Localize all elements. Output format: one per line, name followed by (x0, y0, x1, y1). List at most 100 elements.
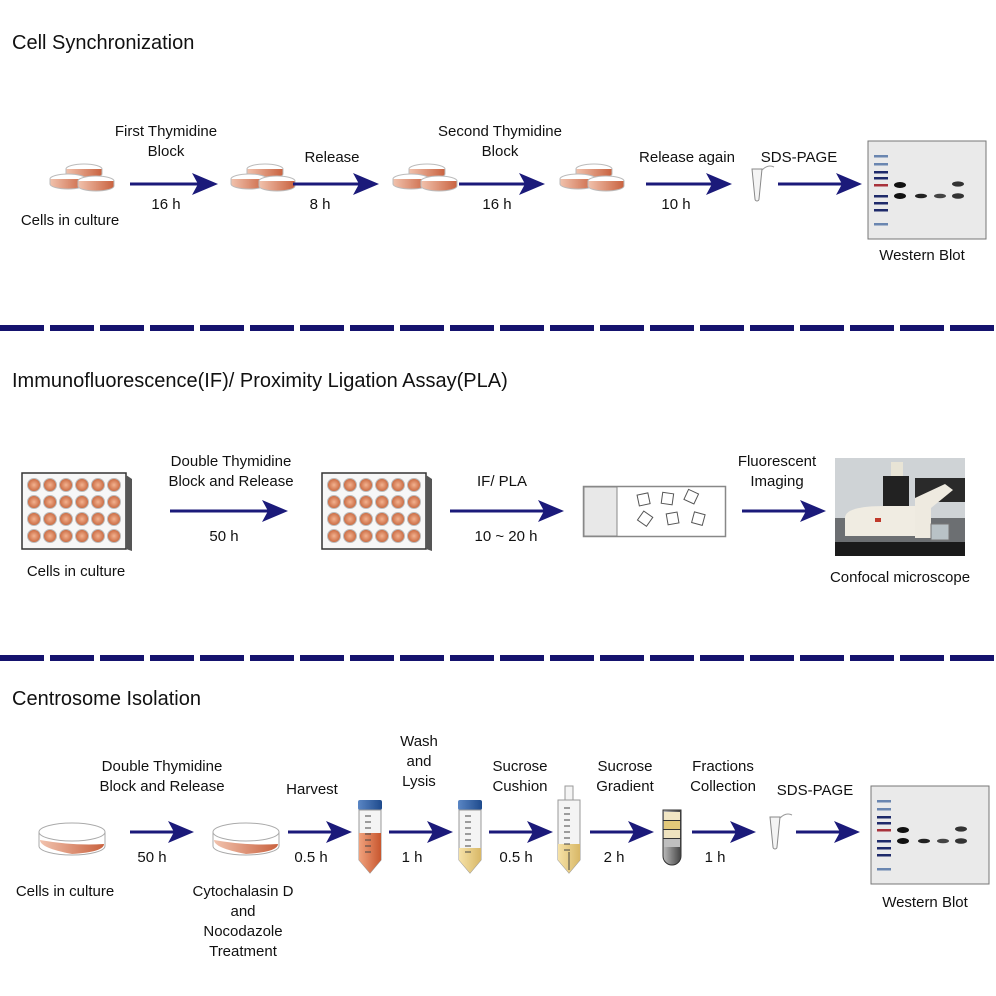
well (59, 529, 73, 543)
microscope-slide-icon (582, 485, 727, 538)
well (91, 512, 105, 526)
well (391, 478, 405, 492)
well (359, 478, 373, 492)
well (91, 495, 105, 509)
duration-label: 10 ~ 20 h (474, 528, 538, 545)
well (27, 478, 41, 492)
duration-label: 0.5 h (499, 849, 533, 866)
well (75, 495, 89, 509)
well (27, 495, 41, 509)
well (375, 478, 389, 492)
duration-label: 50 h (209, 528, 239, 545)
well (343, 495, 357, 509)
duration-label: 2 h (603, 849, 625, 866)
duration-label: 8 h (309, 196, 331, 213)
duration-label: 16 h (482, 196, 512, 213)
culture-dishes-icon (559, 163, 625, 192)
start-label: Cells in culture (26, 563, 126, 580)
step-label: IF/ PLA (476, 473, 528, 490)
well (375, 512, 389, 526)
duration-label: 16 h (151, 196, 181, 213)
arrow-icon (170, 500, 288, 522)
well (359, 495, 373, 509)
well (407, 529, 421, 543)
arrow-icon (796, 821, 860, 843)
well (75, 478, 89, 492)
well (327, 495, 341, 509)
well (75, 529, 89, 543)
well (59, 478, 73, 492)
section-divider (0, 325, 996, 331)
well (391, 495, 405, 509)
section-title-cell-synchronization: Cell Synchronization (12, 32, 195, 54)
step-label: SDS-PAGE (760, 149, 838, 166)
well (343, 529, 357, 543)
well (391, 512, 405, 526)
section-divider (0, 655, 996, 661)
well (75, 512, 89, 526)
well (43, 478, 57, 492)
arrow-icon (288, 821, 352, 843)
gradient-tube-icon (662, 809, 682, 866)
well (59, 512, 73, 526)
well (327, 512, 341, 526)
section-title-centrosome-isolation: Centrosome Isolation (12, 688, 201, 710)
well (407, 512, 421, 526)
arrow-icon (692, 821, 756, 843)
arrow-icon (590, 821, 654, 843)
well (27, 512, 41, 526)
well (327, 478, 341, 492)
start-label: Cells in culture (20, 212, 120, 229)
well (343, 512, 357, 526)
well (343, 478, 357, 492)
arrow-icon (646, 173, 732, 195)
duration-label: 1 h (401, 849, 423, 866)
duration-label: 50 h (137, 849, 167, 866)
well (107, 529, 121, 543)
duration-label: 1 h (704, 849, 726, 866)
arrow-icon (489, 821, 553, 843)
well-plate-icon (21, 472, 133, 552)
culture-dishes-icon (49, 163, 115, 192)
western-blot-icon (870, 785, 990, 885)
section-title-if-pla: Immunofluorescence(IF)/ Proximity Ligati… (12, 370, 508, 392)
arrow-icon (450, 500, 564, 522)
western-blot-icon (867, 140, 987, 240)
arrow-icon (130, 821, 194, 843)
step-label: Release (304, 149, 360, 166)
duration-label: 0.5 h (294, 849, 328, 866)
well (407, 478, 421, 492)
well (27, 529, 41, 543)
eppendorf-tube-icon (751, 165, 775, 202)
step-label: Release again (639, 149, 735, 166)
duration-label: 10 h (661, 196, 691, 213)
well (359, 529, 373, 543)
culture-dish-icon (212, 822, 280, 856)
end-label: Western Blot (879, 247, 965, 264)
well-plate-icon (321, 472, 433, 552)
arrow-icon (293, 173, 379, 195)
step-label: Harvest (286, 781, 338, 798)
end-label: Confocal microscope (829, 569, 971, 586)
well (359, 512, 373, 526)
arrow-icon (389, 821, 453, 843)
arrow-icon (742, 500, 826, 522)
conical-tube-orange-icon (358, 800, 382, 874)
end-label: Western Blot (882, 894, 968, 911)
arrow-icon (130, 173, 218, 195)
arrow-icon (778, 173, 862, 195)
confocal-microscope-photo (835, 458, 965, 556)
well (43, 495, 57, 509)
well (107, 512, 121, 526)
arrow-icon (459, 173, 545, 195)
